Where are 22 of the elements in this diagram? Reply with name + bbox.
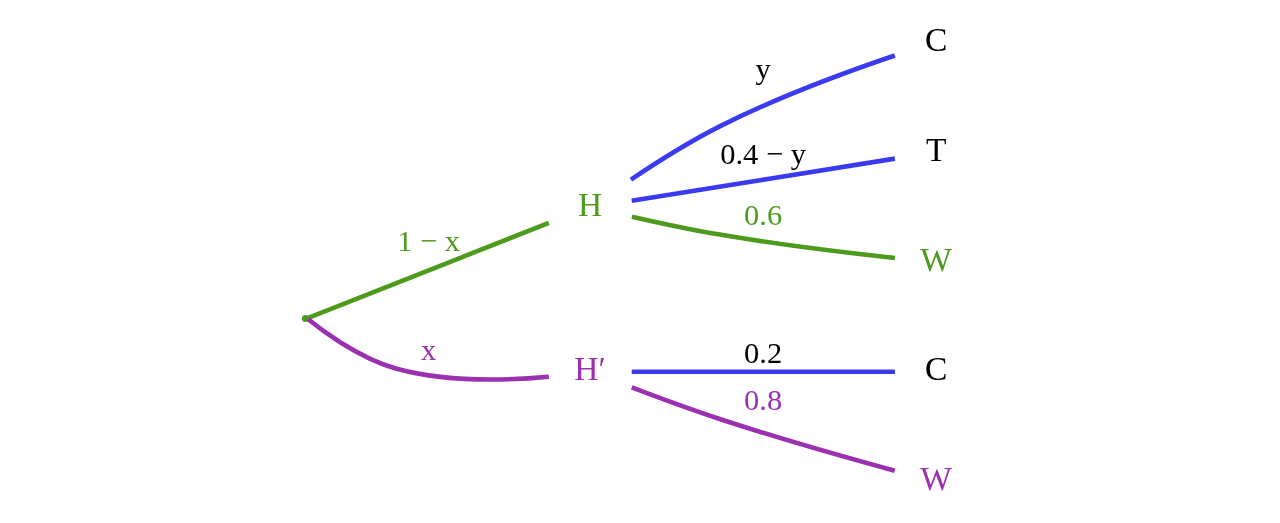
edge-label: 1 − x: [397, 223, 461, 258]
node-text: H′: [574, 349, 606, 387]
connector: [631, 213, 896, 260]
edge-label: 0.4 − y: [720, 136, 807, 171]
node-text: W: [920, 240, 952, 278]
connector: [307, 220, 550, 320]
edge-label: x: [420, 332, 437, 367]
edge-label: y: [755, 51, 771, 86]
connector: [306, 317, 550, 382]
edge-label: 0.2: [744, 335, 783, 370]
connector: [629, 52, 896, 182]
node-text: C: [924, 20, 948, 58]
node-point: [301, 314, 309, 322]
edge-label: 0.8: [744, 382, 783, 417]
connector: [631, 368, 895, 374]
node-text: C: [924, 349, 948, 387]
node-text: H: [578, 185, 603, 223]
node-text: T: [925, 130, 947, 168]
connector: [631, 155, 896, 203]
edge-label: 0.6: [744, 197, 783, 232]
connector: [631, 384, 896, 473]
node-text: W: [920, 459, 952, 497]
